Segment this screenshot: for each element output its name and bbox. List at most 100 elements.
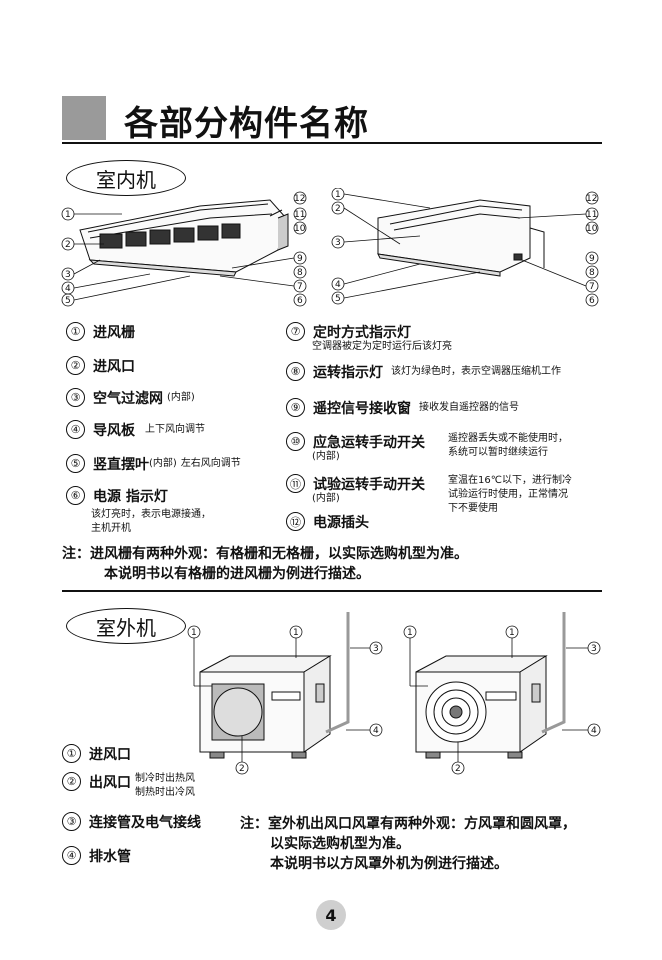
item-label: 空气过滤网	[93, 391, 163, 407]
item-number: ⑫	[286, 512, 305, 531]
svg-text:5: 5	[335, 294, 341, 304]
section-divider	[62, 590, 602, 592]
outdoor-note-line-3: 本说明书以方风罩外机为例进行描述。	[270, 856, 508, 872]
svg-text:9: 9	[589, 254, 595, 264]
indoor-item-8: ⑧ 运转指示灯 该灯为绿色时，表示空调器压缩机工作	[286, 362, 561, 382]
svg-text:4: 4	[335, 280, 341, 290]
outdoor-item-4: ④ 排水管	[62, 846, 131, 866]
indoor-item-6-desc: 该灯亮时，表示电源接通， 主机开机	[91, 509, 211, 534]
indoor-item-3: ③ 空气过滤网 (内部)	[66, 388, 195, 408]
indoor-heading-text: 室内机	[96, 167, 156, 192]
svg-text:1: 1	[509, 628, 515, 638]
indoor-item-12: ⑫ 电源插头	[286, 512, 369, 532]
item-number: ⑧	[286, 362, 305, 381]
outdoor-heading: 室外机	[66, 608, 186, 644]
svg-text:11: 11	[294, 210, 305, 220]
item-label: 出风口	[89, 775, 131, 791]
outdoor-heading-text: 室外机	[96, 615, 156, 640]
indoor-unit-diagram: 1 2 3 4 5 12 11 10 9 8 7 6 1 2 3 4 5 12 …	[61, 188, 599, 307]
item-label: 导风板	[93, 423, 135, 439]
item-number: ②	[66, 356, 85, 375]
item-label: 排水管	[89, 849, 131, 865]
outdoor-unit-diagram: 1 1 3 4 2 1 1 3 4 2	[187, 612, 601, 775]
svg-text:8: 8	[297, 268, 303, 278]
svg-text:1: 1	[293, 628, 299, 638]
item-number: ④	[62, 846, 81, 865]
item-number: ⑦	[286, 322, 305, 341]
svg-text:1: 1	[335, 190, 341, 200]
indoor-item-9: ⑨ 遥控信号接收窗 接收发自遥控器的信号	[286, 398, 519, 418]
outdoor-note-line-2: 以实际选购机型为准。	[270, 836, 410, 852]
item-desc: 左右风向调节	[180, 458, 241, 469]
item-number: ⑤	[66, 454, 85, 473]
indoor-item-11-sub: (内部)	[312, 493, 340, 504]
item-number: ③	[62, 812, 81, 831]
indoor-note-line-1: 注：进风栅有两种外观：有格栅和无格栅，以实际选购机型为准。	[62, 546, 468, 562]
outdoor-item-1: ① 进风口	[62, 744, 131, 764]
item-number: ②	[62, 772, 81, 791]
svg-text:4: 4	[591, 726, 597, 736]
svg-text:3: 3	[65, 270, 71, 280]
indoor-note-line-2: 本说明书以有格栅的进风栅为例进行描述。	[104, 566, 370, 582]
outdoor-item-3: ③ 连接管及电气接线	[62, 812, 201, 832]
item-number: ⑪	[286, 474, 305, 493]
indoor-item-7-desc: 空调器被定为定时运行后该灯亮	[312, 341, 452, 352]
svg-text:6: 6	[297, 296, 303, 306]
svg-text:12: 12	[586, 194, 597, 204]
item-desc: 上下风向调节	[145, 424, 205, 435]
item-label: 应急运转手动开关	[313, 435, 425, 451]
svg-text:2: 2	[239, 764, 245, 774]
item-number: ④	[66, 420, 85, 439]
svg-text:1: 1	[191, 628, 197, 638]
item-sub: (内部)	[149, 458, 177, 469]
indoor-item-10-sub: (内部)	[312, 451, 340, 462]
item-label: 电源插头	[313, 515, 369, 531]
svg-text:9: 9	[297, 254, 303, 264]
item-number: ③	[66, 388, 85, 407]
indoor-item-7: ⑦ 定时方式指示灯	[286, 322, 411, 342]
item-label: 运转指示灯	[313, 365, 383, 381]
outdoor-unit-square-grille	[199, 612, 350, 759]
item-label: 电源 指示灯	[93, 489, 168, 505]
item-sub: (内部)	[167, 392, 195, 403]
indoor-item-10-desc: 遥控器丢失或不能使用时， 系统可以暂时继续运行	[448, 433, 568, 458]
page-number: 4	[316, 900, 346, 930]
item-number: ⑥	[66, 486, 85, 505]
item-desc: 制冷时出热风 制热时出冷风	[135, 773, 195, 798]
item-number: ①	[66, 322, 85, 341]
title-marker-block	[62, 96, 106, 140]
svg-text:8: 8	[589, 268, 595, 278]
item-label: 连接管及电气接线	[89, 815, 201, 831]
item-label: 进风栅	[93, 325, 135, 341]
item-number: ⑨	[286, 398, 305, 417]
item-number: ⑩	[286, 432, 305, 451]
svg-text:4: 4	[65, 284, 71, 294]
item-label: 试验运转手动开关	[313, 477, 425, 493]
svg-text:4: 4	[373, 726, 379, 736]
svg-text:5: 5	[65, 296, 71, 306]
svg-text:3: 3	[373, 644, 379, 654]
item-label: 定时方式指示灯	[313, 325, 411, 341]
indoor-item-1: ① 进风栅	[66, 322, 135, 342]
title-underline	[62, 142, 602, 144]
svg-text:6: 6	[589, 296, 595, 306]
indoor-item-4: ④ 导风板 上下风向调节	[66, 420, 205, 440]
indoor-item-6: ⑥ 电源 指示灯	[66, 486, 168, 506]
indoor-unit-angled-view	[377, 199, 545, 277]
item-desc: 该灯为绿色时，表示空调器压缩机工作	[391, 366, 561, 377]
item-label: 竖直摆叶	[93, 457, 149, 473]
page-title: 各部分构件名称	[124, 104, 369, 144]
indoor-item-11-desc: 室温在16℃以下，进行制冷 试验运行时使用，正常情况 下不要使用	[448, 475, 572, 514]
item-number: ①	[62, 744, 81, 763]
svg-text:2: 2	[335, 204, 341, 214]
item-label: 进风口	[89, 747, 131, 763]
svg-text:11: 11	[586, 210, 597, 220]
indoor-item-11: ⑪ 试验运转手动开关	[286, 474, 425, 494]
svg-text:1: 1	[407, 628, 413, 638]
svg-text:10: 10	[294, 224, 306, 234]
outdoor-item-2: ② 出风口 制冷时出热风 制热时出冷风	[62, 772, 195, 800]
outdoor-note-line-1: 注：室外机出风口风罩有两种外观：方风罩和圆风罩，	[240, 816, 576, 832]
indoor-heading: 室内机	[66, 160, 186, 196]
outdoor-unit-round-grille	[415, 612, 566, 759]
svg-text:7: 7	[297, 282, 303, 292]
